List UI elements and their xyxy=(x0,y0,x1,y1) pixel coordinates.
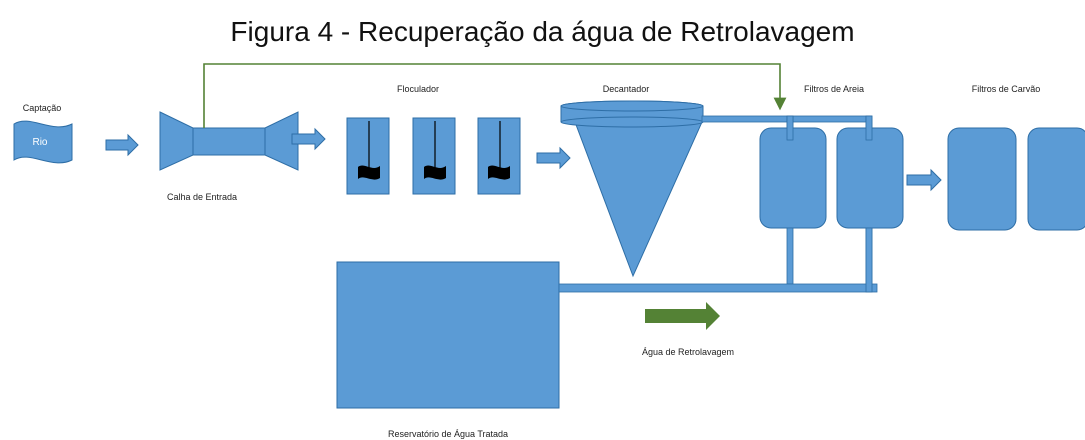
arrow-captacao-calha xyxy=(105,133,139,157)
decantador-label: Decantador xyxy=(603,84,650,94)
backwash-return-line xyxy=(203,63,787,128)
captacao-label: Captação xyxy=(23,103,62,113)
floculador-label: Floculador xyxy=(397,84,439,94)
floculador-tank-1 xyxy=(346,117,390,195)
calha-label: Calha de Entrada xyxy=(167,192,237,202)
floculador-tank-2 xyxy=(412,117,456,195)
rio-shape xyxy=(13,120,73,164)
floculador-tank-3 xyxy=(477,117,521,195)
arrow-floculador-decantador xyxy=(536,146,571,170)
filtro-carvao-1 xyxy=(947,127,1017,231)
reservatorio-label: Reservatório de Água Tratada xyxy=(388,429,508,439)
filtros-areia-label: Filtros de Areia xyxy=(804,84,864,94)
filtro-carvao-2 xyxy=(1027,127,1085,231)
filtro-areia-1 xyxy=(759,127,827,229)
legend-retrolavagem-label: Água de Retrolavagem xyxy=(642,347,734,357)
pipe-filtros-reservatorio xyxy=(558,227,878,293)
decantador-shape xyxy=(560,100,704,278)
reservatorio-shape xyxy=(336,261,560,409)
calha-entrada-shape xyxy=(159,111,299,171)
filtro-areia-2 xyxy=(836,127,904,229)
figure-title: Figura 4 - Recuperação da água de Retrol… xyxy=(230,16,855,47)
filtros-carvao-label: Filtros de Carvão xyxy=(972,84,1041,94)
rio-label: Rio xyxy=(32,137,47,148)
arrow-areia-carvao xyxy=(906,168,942,192)
arrow-calha-floculador xyxy=(291,127,326,151)
legend-green-arrow xyxy=(645,302,720,330)
